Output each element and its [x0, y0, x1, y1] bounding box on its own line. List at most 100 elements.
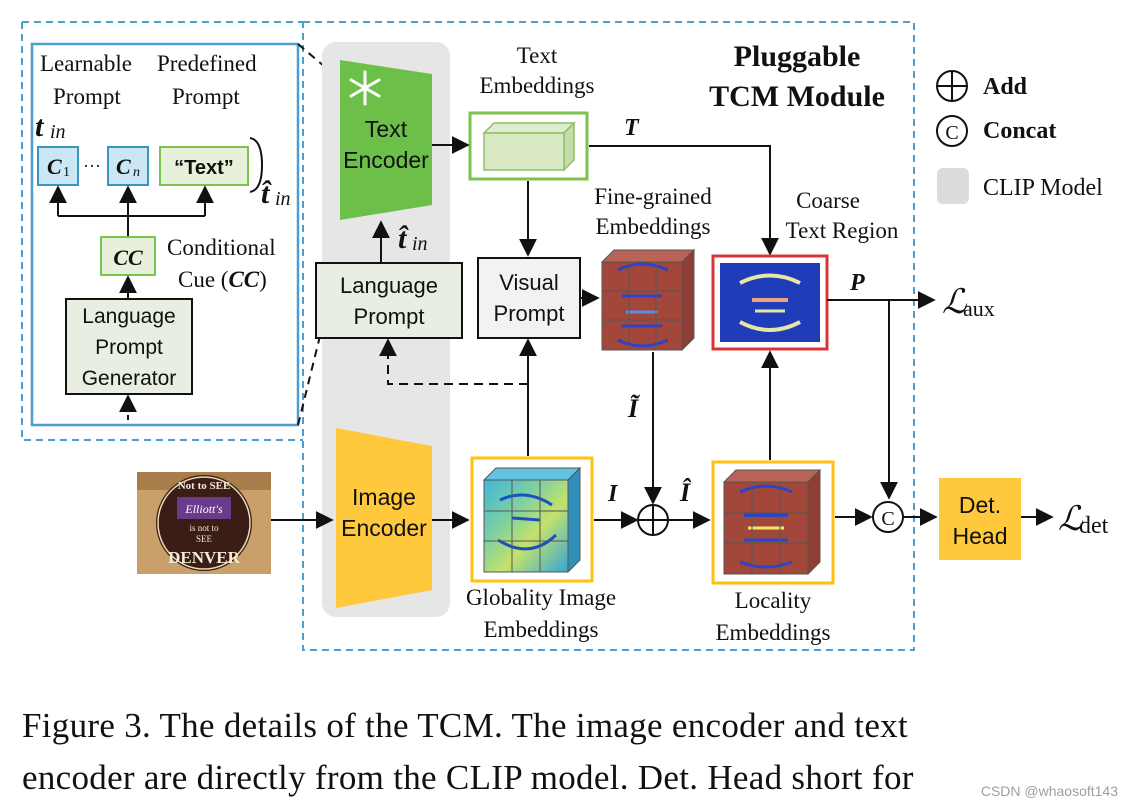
t-in-sub: in: [50, 121, 66, 143]
text-encoder-line2: Encoder: [343, 147, 429, 173]
T-label: T: [624, 115, 640, 141]
prompt-generator-dashed-outline: [21, 21, 303, 441]
tcm-module-border: [302, 21, 915, 651]
watermark: CSDN @whaosoft143: [980, 783, 1118, 799]
predefined-prompt-line2: Prompt: [172, 84, 240, 109]
learnable-prompt-line2: Prompt: [53, 84, 121, 109]
generator-line3: Generator: [82, 367, 177, 390]
language-prompt-line1: Language: [340, 273, 438, 298]
fine-grained-line2: Embeddings: [596, 214, 711, 239]
loss-aux-sub: aux: [963, 296, 995, 321]
P-label: P: [849, 270, 865, 296]
concat-icon: C: [936, 115, 968, 147]
t-hat-sub: in: [275, 188, 291, 210]
det-head-line2: Head: [953, 523, 1008, 549]
token-c1-sub: 1: [63, 165, 70, 180]
legend: Add C Concat CLIP Model: [936, 70, 1103, 204]
globality-line1: Globality Image: [466, 585, 616, 610]
token-c1: [37, 146, 79, 186]
learnable-prompt-line1: Learnable: [40, 51, 132, 76]
loss-aux-symbol: ℒ: [942, 284, 968, 321]
t-in-label: t in: [35, 110, 66, 143]
generator-line2: Prompt: [95, 336, 163, 359]
loss-aux: ℒ aux: [942, 284, 995, 321]
clip-legend-swatch: [937, 168, 969, 204]
sign-line1: Not to SEE: [178, 480, 231, 492]
loss-det-sub: det: [1079, 513, 1109, 539]
I-tilde-label: Ĩ: [627, 394, 640, 423]
sign-line5: DENVER: [168, 548, 241, 567]
I-hat-label: Î: [679, 478, 692, 507]
cc-box-label: CC: [113, 245, 143, 270]
I-label: I: [607, 481, 619, 507]
det-head-line1: Det.: [959, 492, 1001, 518]
add-icon: [936, 70, 968, 102]
token-c1-label: C: [47, 154, 62, 179]
t-in-main: t: [35, 110, 45, 143]
t-hat-main: t̂: [261, 177, 272, 210]
cue-cc: CC: [228, 267, 259, 292]
visual-prompt: [477, 257, 581, 339]
fine-grained-line1: Fine-grained: [594, 184, 712, 209]
concat-node-icon: C: [872, 501, 904, 533]
image-encoder: [336, 428, 432, 608]
arrow-T-to-coarse: [589, 145, 779, 256]
sign-line3: is not to: [189, 523, 219, 533]
language-prompt: [315, 262, 463, 339]
locality-line1: Locality: [735, 588, 812, 613]
t-hat-mid-main: t̂: [398, 222, 409, 255]
image-encoder-line2: Encoder: [341, 515, 427, 541]
add-node-icon: [637, 504, 669, 536]
module-title-line2: TCM Module: [709, 80, 885, 113]
legend-concat-label: Concat: [983, 118, 1056, 144]
zoom-line-bottom: [297, 335, 321, 426]
fine-grained-cube: [600, 248, 696, 352]
visual-prompt-line2: Prompt: [494, 301, 565, 326]
loss-det-symbol: ℒ: [1058, 501, 1084, 538]
input-image-denver-sign: Not to SEE Elliott's is not to SEE DENVE…: [137, 472, 271, 574]
text-embeddings-line2: Embeddings: [480, 73, 595, 98]
visual-prompt-line1: Visual: [499, 270, 559, 295]
image-encoder-line1: Image: [352, 484, 416, 510]
text-embeddings-line1: Text: [517, 43, 558, 68]
token-text-label: “Text”: [174, 157, 234, 179]
dashed-arrow-to-language-prompt: [379, 338, 528, 385]
locality-line2: Embeddings: [716, 620, 831, 645]
loss-det: ℒ det: [1058, 501, 1109, 539]
conditional-cue-line2: Cue (CC): [178, 267, 267, 292]
t-hat-mid-sub: in: [412, 233, 428, 255]
language-prompt-line2: Prompt: [354, 304, 425, 329]
t-hat-in-mid: t̂ in: [398, 222, 428, 255]
t-hat-in-label: t̂ in: [261, 177, 291, 210]
legend-clip-label: CLIP Model: [983, 175, 1103, 201]
legend-add-label: Add: [983, 74, 1028, 100]
text-embeddings-cube: [482, 121, 576, 172]
locality-cube: [722, 468, 822, 576]
cue-prefix: Cue (: [178, 267, 228, 292]
coarse-region-line2: Text Region: [786, 218, 899, 243]
module-title-line1: Pluggable: [734, 40, 861, 73]
generator-line1: Language: [82, 305, 175, 328]
caption-line1: Figure 3. The details of the TCM. The im…: [22, 706, 908, 745]
concat-node-symbol: C: [881, 508, 894, 530]
token-cn-label: C: [116, 154, 131, 179]
legend-concat-symbol: C: [945, 122, 958, 144]
brace-icon: [249, 137, 264, 193]
token-cn: [107, 146, 149, 186]
cue-suffix: ): [259, 267, 267, 292]
sign-line4: SEE: [196, 534, 213, 544]
figure-caption: Figure 3. The details of the TCM. The im…: [22, 700, 1122, 804]
predefined-prompt-line1: Predefined: [157, 51, 257, 76]
token-text: [159, 146, 249, 186]
conditional-cue-line1: Conditional: [167, 235, 276, 260]
snowflake-icon: [349, 70, 381, 106]
globality-cube: [482, 466, 582, 574]
text-encoder: [340, 60, 432, 220]
globality-line2: Embeddings: [484, 617, 599, 642]
token-dots: ···: [83, 156, 101, 176]
det-head: [939, 478, 1021, 560]
language-prompt-generator: [65, 298, 193, 395]
caption-line2: encoder are directly from the CLIP model…: [22, 758, 914, 797]
cc-box: [100, 236, 156, 276]
text-encoder-line1: Text: [365, 116, 408, 142]
